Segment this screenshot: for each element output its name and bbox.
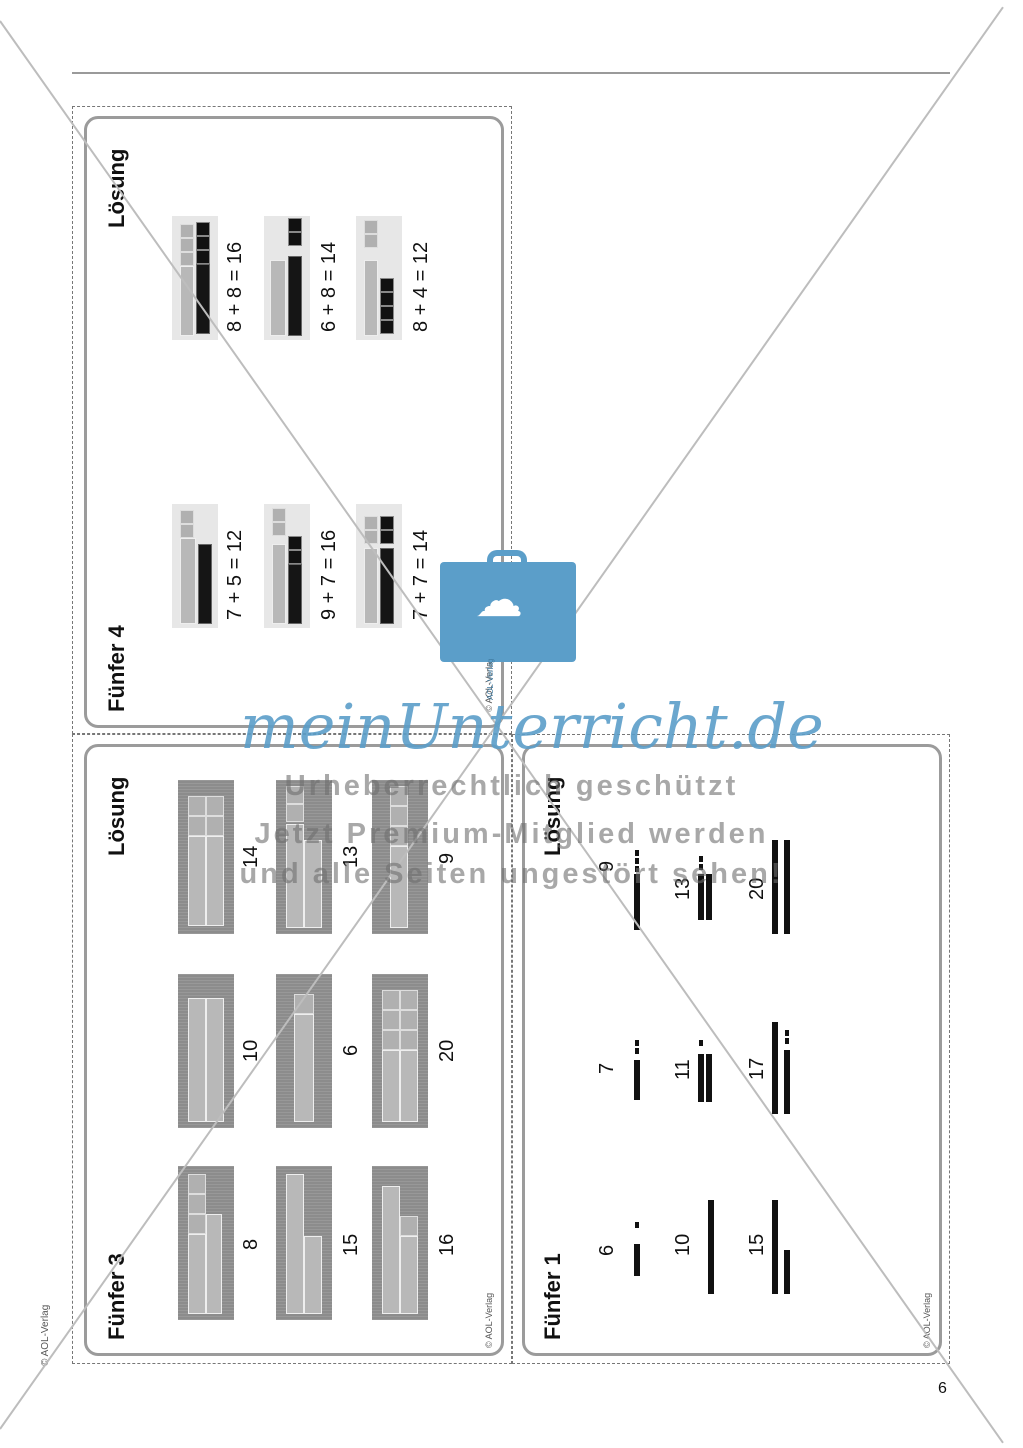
equation-label: 8 + 8 = 16: [224, 241, 246, 332]
card-fuenfer-3: [84, 744, 504, 1356]
rod-photo: [356, 216, 402, 340]
cloud-icon: ☁: [475, 574, 523, 627]
equation-label: 7 + 5 = 12: [224, 529, 246, 620]
watermark-bag-icon: [440, 562, 576, 662]
rod-photo: [372, 974, 428, 1128]
number-label: 7: [596, 1062, 618, 1074]
equation-label: 6 + 8 = 14: [318, 241, 340, 332]
card-title: Fünfer 4: [104, 625, 129, 712]
equation-label: 8 + 4 = 12: [410, 241, 432, 332]
card-title: Fünfer 1: [540, 1253, 565, 1340]
rod-photo: [276, 780, 332, 934]
cut-frame-bottom-right: [512, 734, 950, 1364]
rod-photo: [178, 780, 234, 934]
rod-photo: [178, 1166, 234, 1320]
number-label: 10: [672, 1233, 694, 1256]
rod-photo: [264, 216, 310, 340]
number-label: 20: [436, 1039, 458, 1062]
watermark-line-2: Jetzt Premium-Mitglied werden: [254, 818, 769, 850]
number-label: 17: [746, 1057, 768, 1080]
number-label: 16: [436, 1233, 458, 1256]
rod-photo: [276, 1166, 332, 1320]
number-label: 8: [240, 1238, 262, 1250]
page-number: 6: [938, 1380, 947, 1397]
watermark-line-1: Urheberrechtlich geschützt: [284, 770, 739, 802]
number-label: 6: [340, 1044, 362, 1056]
rod-photo: [172, 504, 218, 628]
number-label: 15: [340, 1233, 362, 1256]
card-fuenfer-1: [522, 744, 942, 1356]
number-label: 11: [672, 1059, 694, 1080]
card-title: Fünfer 3: [104, 1253, 129, 1340]
watermark-brand: meinUnterricht.de: [240, 690, 824, 763]
card-copyright: © AOL-Verlag: [484, 1292, 494, 1348]
header-rule: [72, 72, 950, 74]
number-label: 15: [746, 1233, 768, 1256]
rod-photo: [372, 780, 428, 934]
watermark-line-3: und alle Seiten ungestört sehen!: [239, 858, 784, 890]
watermark-bag-handle: [487, 550, 527, 568]
rod-photo: [356, 504, 402, 628]
cut-frame-bottom-left: [72, 734, 512, 1364]
equation-label: 9 + 7 = 16: [318, 529, 340, 620]
cut-frame-top: [72, 106, 512, 734]
rod-photo: [264, 504, 310, 628]
rod-photo: [372, 1166, 428, 1320]
rod-photo: [178, 974, 234, 1128]
number-label: 6: [596, 1244, 618, 1256]
card-fuenfer-4: [84, 116, 504, 728]
